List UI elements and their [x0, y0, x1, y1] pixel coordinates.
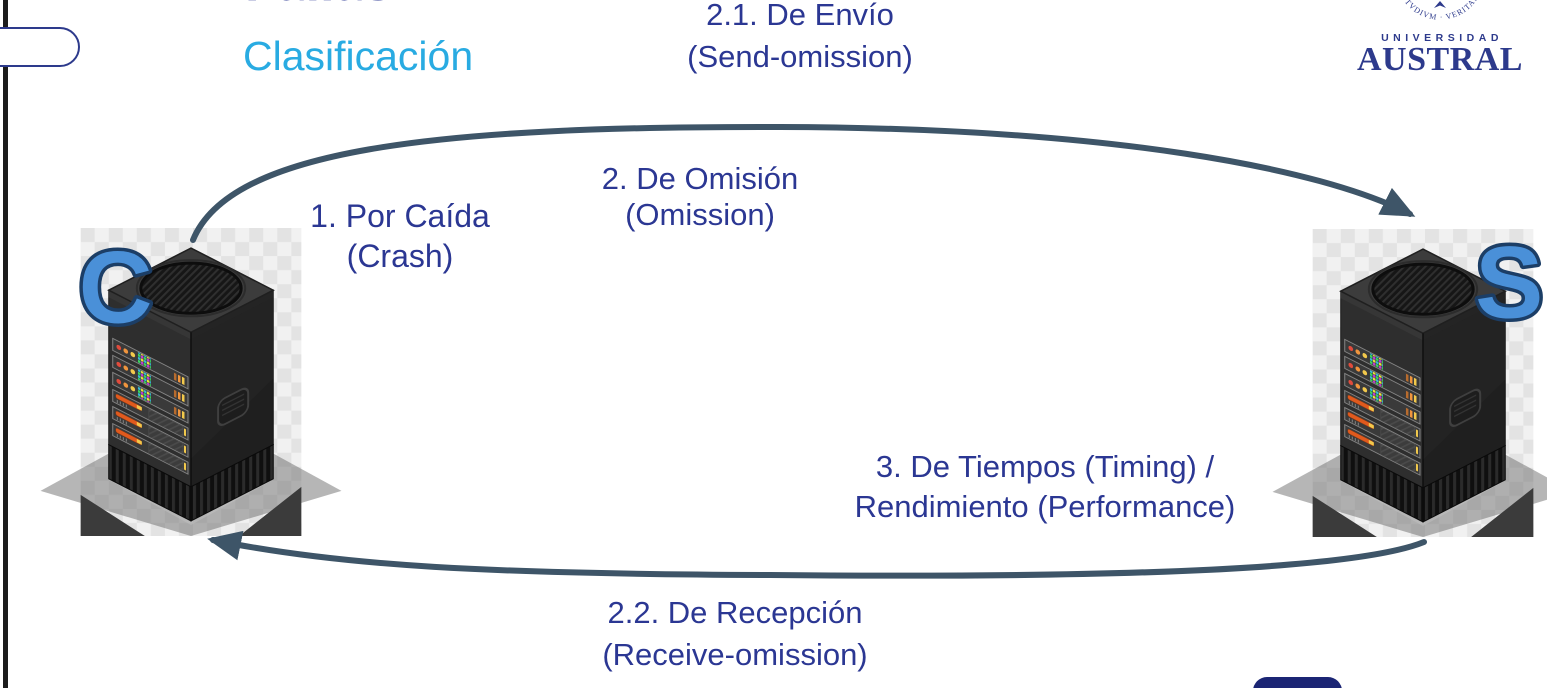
server-node-letter: S: [1475, 224, 1543, 339]
label-send-omission-line1: 2.1. De Envío: [706, 0, 894, 32]
reply-arrow-bottom: [207, 530, 1427, 579]
seal-bird-icon: [1434, 1, 1446, 8]
page-number-box: [1253, 677, 1342, 688]
logo-name-text: AUSTRAL: [1357, 41, 1523, 78]
left-pill-outline: [0, 27, 80, 67]
label-timing: 3. De Tiempos (Timing) / Rendimiento (Pe…: [830, 447, 1260, 527]
label-send-omission: 2.1. De Envío (Send-omission): [620, 0, 980, 78]
server-tower: [1339, 248, 1507, 523]
page-subtitle: Clasificación: [243, 33, 474, 79]
label-omission: 2. De Omisión (Omission): [601, 161, 799, 232]
university-logo: STVDIVM · VERITAS UNIVERSIDAD AUSTRAL: [1342, 0, 1538, 79]
server-node: S: [1272, 221, 1547, 537]
label-receive-omission-line2: (Receive-omission): [602, 637, 868, 672]
label-crash: 1. Por Caída (Crash): [285, 196, 515, 276]
client-node-letter: C: [79, 229, 153, 344]
logo-seal: STVDIVM · VERITAS: [1400, 0, 1479, 22]
server-rack-illustration: S: [1272, 221, 1547, 537]
label-crash-line2: (Crash): [346, 238, 454, 274]
label-timing-line2: Rendimiento (Performance): [854, 489, 1236, 524]
side-vent-panel: [1449, 388, 1482, 427]
label-receive-omission-line1: 2.2. De Recepción: [607, 595, 863, 630]
side-vent-panel: [217, 387, 250, 426]
server-top-vent: [139, 261, 243, 315]
server-rack-illustration: C: [40, 226, 342, 536]
page-title: Fallas: [245, 0, 392, 13]
server-top-vent: [1371, 262, 1475, 316]
label-timing-line1: 3. De Tiempos (Timing) /: [875, 449, 1215, 484]
logo-university-text: UNIVERSIDAD: [1381, 32, 1503, 44]
label-crash-line1: 1. Por Caída: [310, 198, 490, 234]
rack-slats: [112, 337, 189, 475]
client-node: C: [40, 226, 342, 536]
label-send-omission-line2: (Send-omission): [687, 39, 913, 74]
label-receive-omission: 2.2. De Recepción (Receive-omission): [555, 592, 915, 676]
rack-slats: [1344, 338, 1421, 476]
server-tower: [107, 247, 275, 522]
left-edge-bar: [3, 0, 8, 688]
